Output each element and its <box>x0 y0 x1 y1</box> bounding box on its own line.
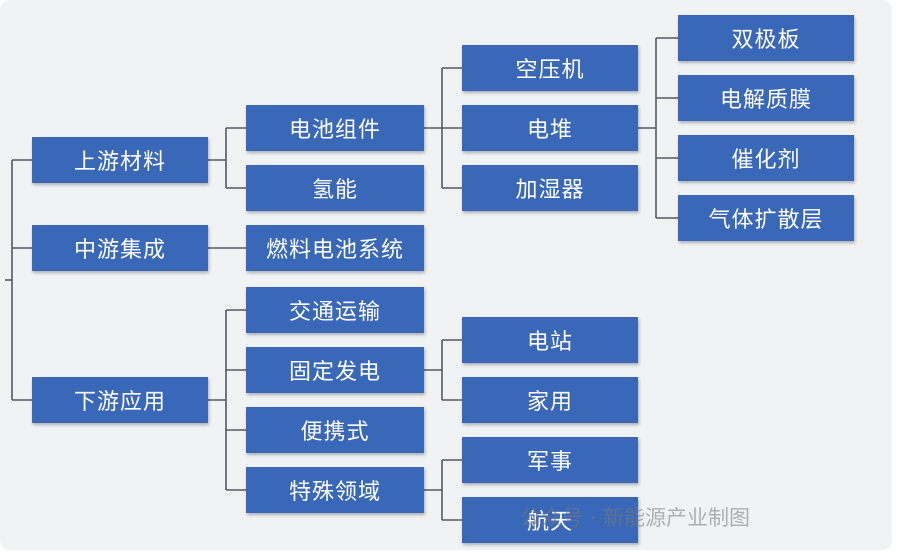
node-humidifier: 加湿器 <box>462 165 638 211</box>
node-transportation-label: 交通运输 <box>288 300 381 325</box>
node-household-label: 家用 <box>526 390 573 415</box>
node-midstream-integration-label: 中游集成 <box>73 238 166 263</box>
node-special-fields-label: 特殊领域 <box>288 480 381 505</box>
node-battery-components: 电池组件 <box>246 105 424 151</box>
node-air-compressor-label: 空压机 <box>515 58 585 83</box>
node-humidifier-label: 加湿器 <box>515 178 585 203</box>
node-electrolyte-membrane: 电解质膜 <box>678 75 854 121</box>
node-bipolar-plate: 双极板 <box>678 15 854 61</box>
node-stack-label: 电堆 <box>526 118 573 143</box>
node-special-fields: 特殊领域 <box>246 467 424 513</box>
node-stationary-power-label: 固定发电 <box>288 360 381 385</box>
node-bipolar-plate-label: 双极板 <box>731 28 801 53</box>
node-hydrogen-energy-label: 氢能 <box>311 178 358 203</box>
node-electrolyte-membrane-label: 电解质膜 <box>719 88 812 113</box>
node-stack: 电堆 <box>462 105 638 151</box>
node-gas-diffusion-layer: 气体扩散层 <box>678 195 854 241</box>
node-catalyst-label: 催化剂 <box>731 148 801 173</box>
watermark-text: 公众号 · 新能源产业制图 <box>520 506 751 530</box>
node-hydrogen-energy: 氢能 <box>246 165 424 211</box>
node-downstream-applications: 下游应用 <box>32 377 208 423</box>
node-fuel-cell-system-label: 燃料电池系统 <box>265 238 404 263</box>
node-power-station: 电站 <box>462 317 638 363</box>
node-air-compressor: 空压机 <box>462 45 638 91</box>
node-catalyst: 催化剂 <box>678 135 854 181</box>
node-downstream-applications-label: 下游应用 <box>73 390 166 415</box>
node-transportation: 交通运输 <box>246 287 424 333</box>
node-upstream-materials: 上游材料 <box>32 137 208 183</box>
node-midstream-integration: 中游集成 <box>32 225 208 271</box>
node-upstream-materials-label: 上游材料 <box>73 150 166 175</box>
node-fuel-cell-system: 燃料电池系统 <box>246 225 424 271</box>
node-portable: 便携式 <box>246 407 424 453</box>
node-military: 军事 <box>462 437 638 483</box>
node-military-label: 军事 <box>526 450 573 475</box>
node-stationary-power: 固定发电 <box>246 347 424 393</box>
node-portable-label: 便携式 <box>300 420 370 445</box>
node-battery-components-label: 电池组件 <box>288 118 381 143</box>
node-power-station-label: 电站 <box>526 330 573 355</box>
node-household: 家用 <box>462 377 638 423</box>
node-gas-diffusion-layer-label: 气体扩散层 <box>708 208 824 233</box>
